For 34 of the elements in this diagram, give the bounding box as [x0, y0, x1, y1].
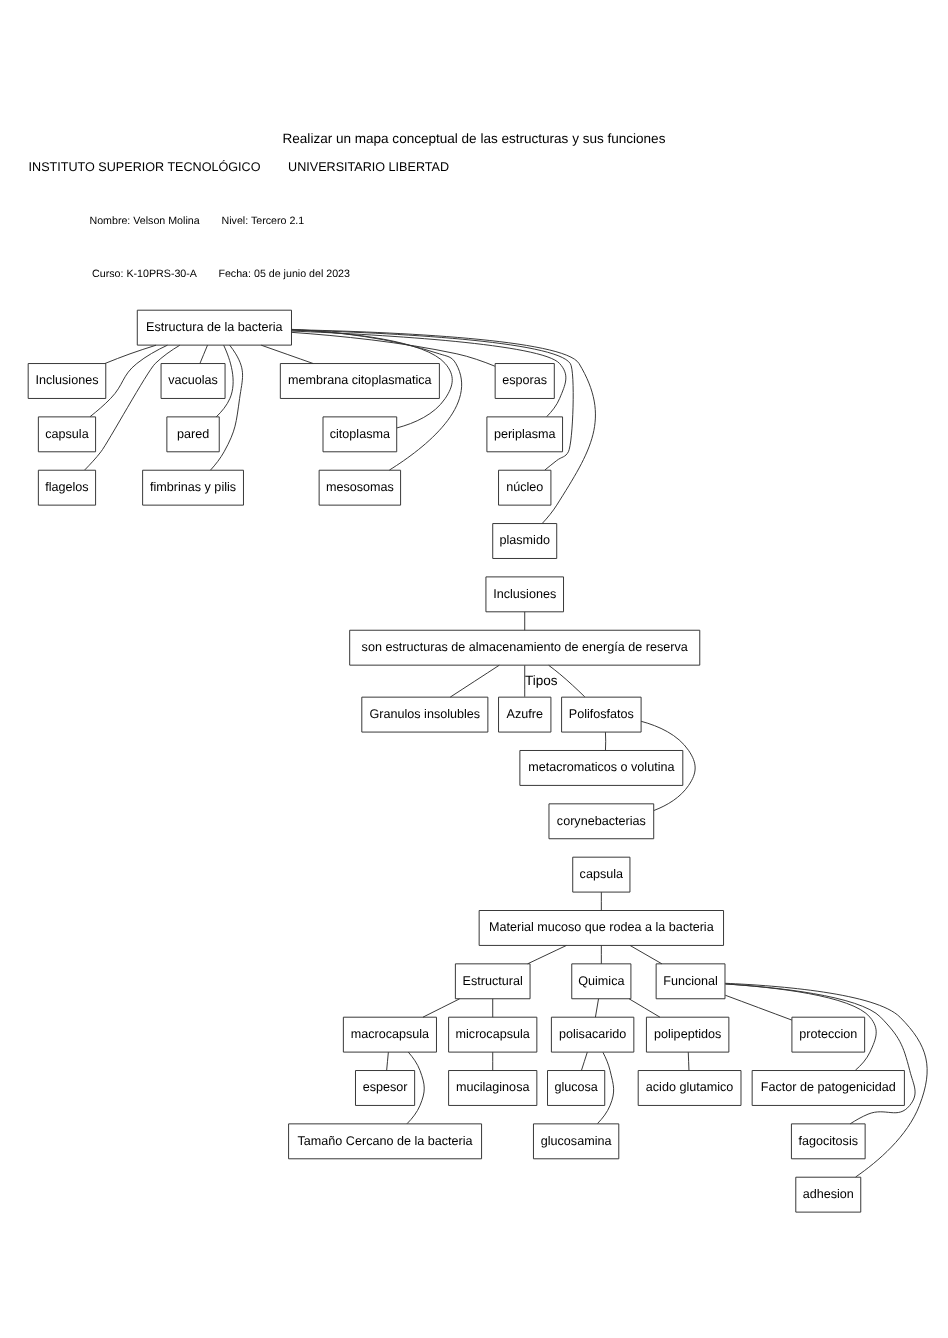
connector	[215, 343, 234, 417]
connector	[199, 343, 208, 363]
connector	[406, 1050, 425, 1124]
connector	[594, 997, 599, 1017]
connector	[291, 328, 574, 470]
connector	[524, 663, 526, 697]
connector	[291, 329, 567, 417]
connector	[104, 343, 157, 363]
connector	[548, 663, 586, 697]
connector	[210, 343, 244, 470]
connector	[89, 343, 168, 417]
connector	[524, 610, 526, 630]
connector	[600, 890, 602, 910]
connector	[527, 944, 567, 964]
connector	[291, 330, 496, 366]
connector	[724, 993, 793, 1020]
connector	[492, 997, 494, 1017]
connector	[687, 1050, 690, 1070]
connector	[492, 1050, 494, 1070]
connector	[640, 719, 696, 810]
connector	[724, 981, 928, 1177]
connector	[580, 1050, 588, 1070]
connector	[291, 328, 596, 523]
connector	[84, 343, 181, 470]
connector	[724, 982, 916, 1124]
connector	[386, 1050, 389, 1070]
connector	[629, 944, 663, 964]
connector	[597, 1050, 615, 1123]
connector	[422, 997, 461, 1017]
connector	[724, 982, 877, 1070]
connector	[604, 730, 607, 750]
connector	[260, 343, 314, 363]
connector	[600, 944, 602, 964]
connector	[628, 997, 661, 1017]
